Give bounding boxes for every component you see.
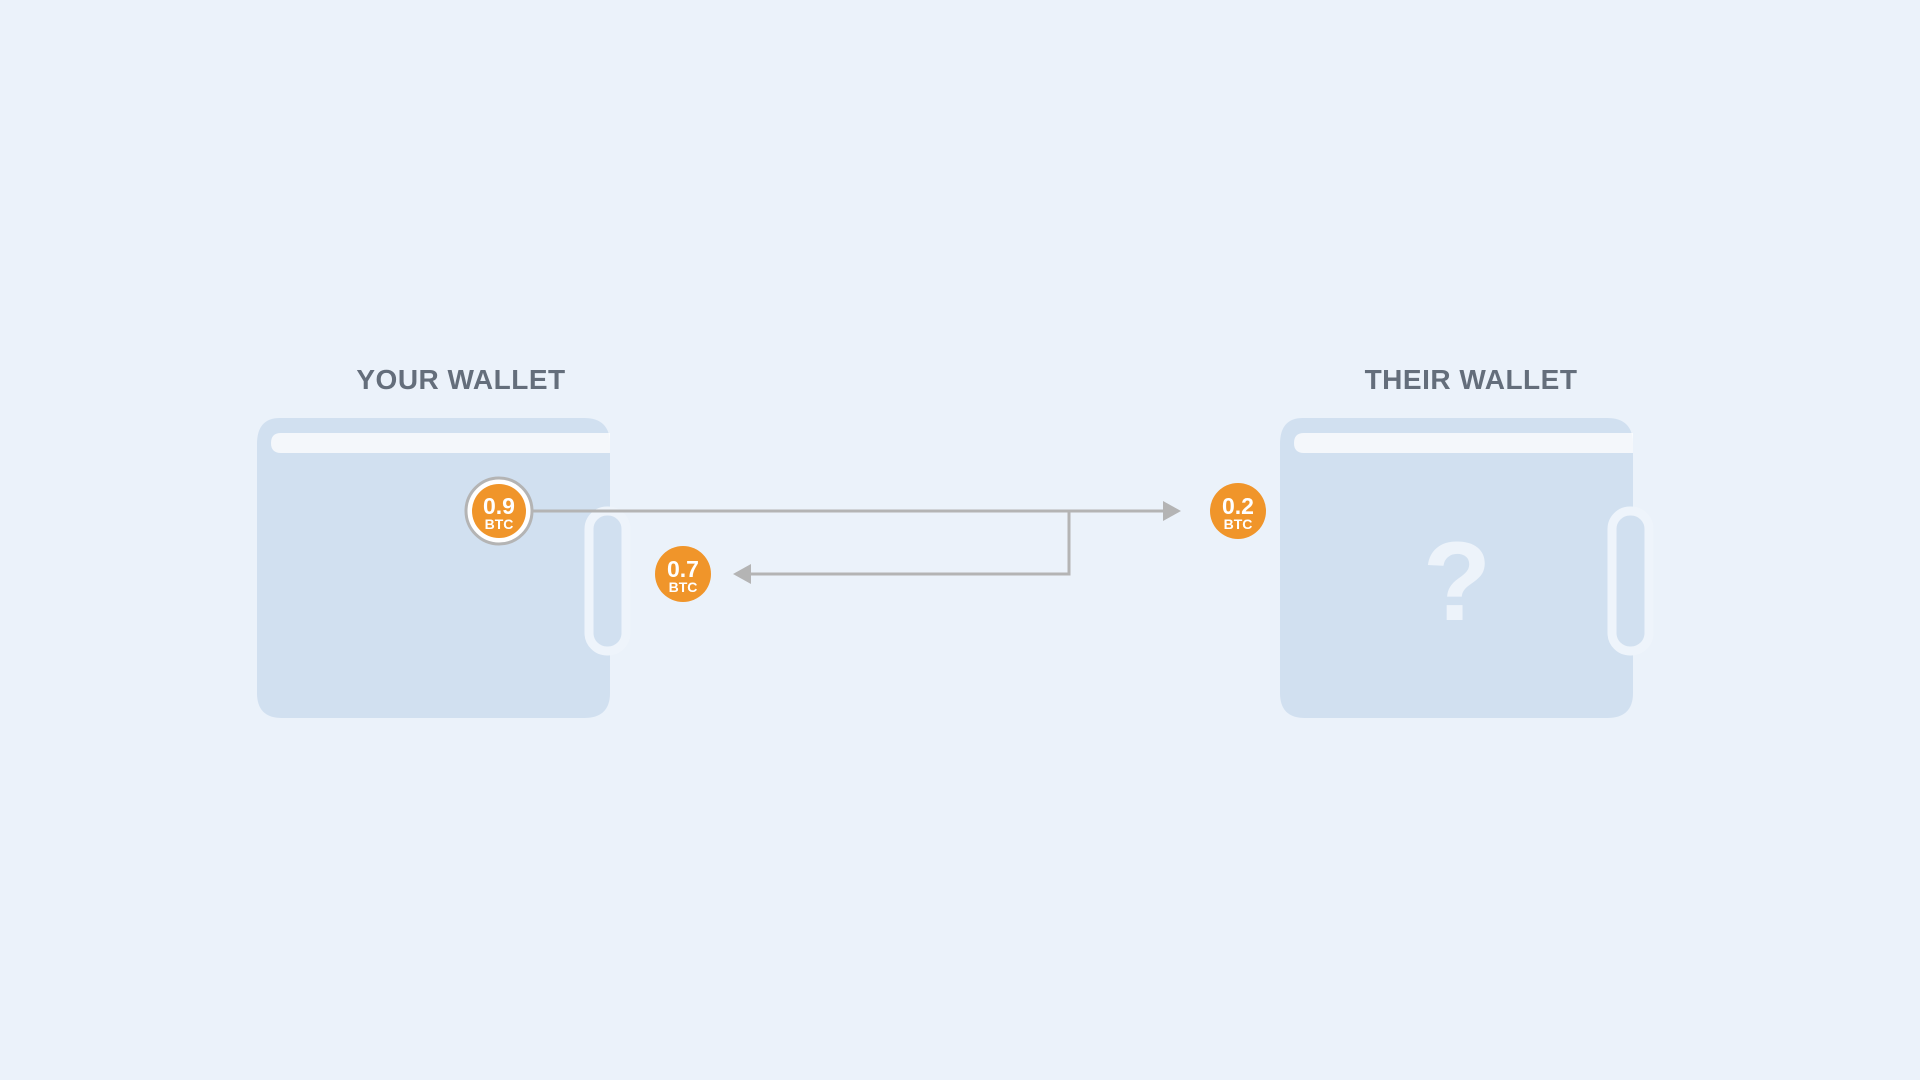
change-arrowhead bbox=[733, 564, 751, 584]
change-coin: 0.7 BTC bbox=[655, 546, 711, 602]
change-coin-unit: BTC bbox=[669, 579, 698, 595]
input-coin-face bbox=[472, 484, 526, 538]
change-arrow-line bbox=[748, 511, 1071, 576]
input-coin: 0.9 BTC bbox=[464, 476, 534, 546]
payment-coin-amount: 0.2 bbox=[1222, 493, 1254, 519]
their-wallet-title: THEIR WALLET bbox=[1364, 364, 1578, 395]
their-wallet-body bbox=[1280, 418, 1633, 718]
your-wallet-body bbox=[257, 418, 610, 718]
payment-arrowhead bbox=[1163, 501, 1181, 521]
your-wallet-clasp bbox=[584, 506, 631, 656]
change-coin-amount: 0.7 bbox=[667, 556, 699, 582]
their-wallet: ? bbox=[1280, 418, 1654, 718]
their-wallet-clasp bbox=[1607, 506, 1654, 656]
payment-coin-face bbox=[1210, 483, 1266, 539]
payment-coin-unit: BTC bbox=[1224, 516, 1253, 532]
payment-coin: 0.2 BTC bbox=[1210, 483, 1266, 539]
flow-arrows bbox=[532, 501, 1181, 584]
input-coin-amount: 0.9 bbox=[483, 493, 515, 519]
input-coin-unit: BTC bbox=[485, 516, 514, 532]
your-wallet-title: YOUR WALLET bbox=[356, 364, 566, 395]
your-wallet bbox=[257, 418, 631, 718]
your-wallet-flap-strip bbox=[271, 433, 610, 453]
their-wallet-flap-strip bbox=[1294, 433, 1633, 453]
unknown-owner-mark: ? bbox=[1423, 519, 1491, 644]
change-coin-face bbox=[655, 546, 711, 602]
